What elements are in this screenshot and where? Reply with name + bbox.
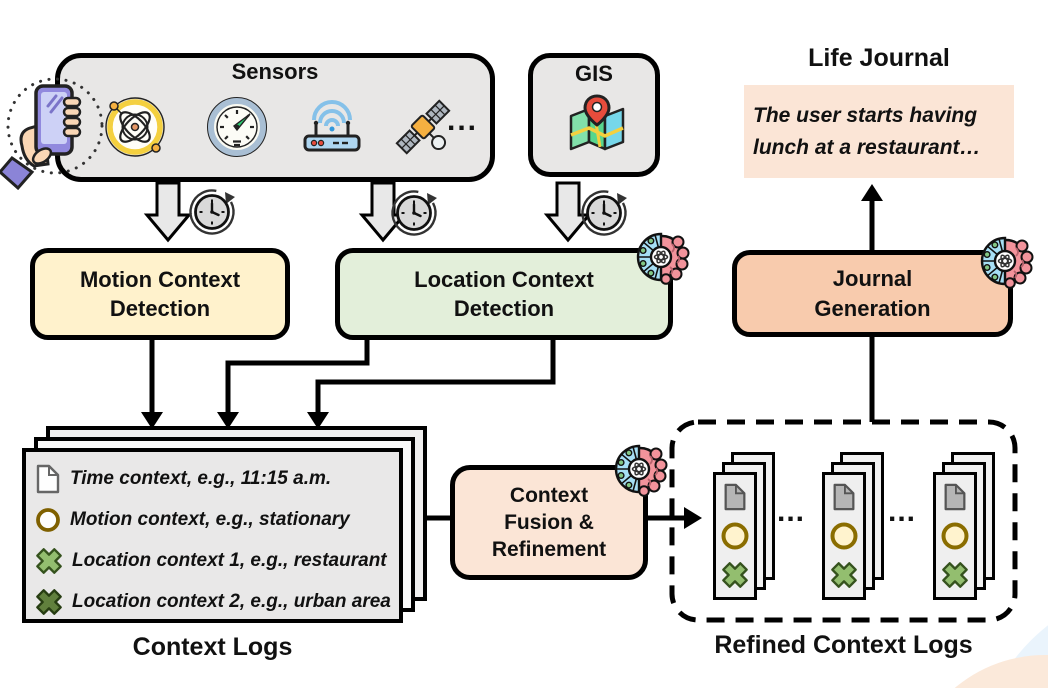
speedometer-icon xyxy=(207,97,267,157)
block-arrow-gis-to-location xyxy=(543,181,593,243)
gis-title: GIS xyxy=(575,61,613,86)
satellite-icon xyxy=(395,99,451,155)
log-row-location1: Location context 1, e.g., restaurant xyxy=(35,540,395,581)
circle-icon xyxy=(35,507,61,533)
life-journal-text-box: The user starts having lunch at a restau… xyxy=(744,85,1014,178)
fusion-box-line3: Refinement xyxy=(491,538,607,562)
refined-dots: ... xyxy=(888,495,917,528)
log-row-time: Time context, e.g., 11:15 a.m. xyxy=(35,458,395,499)
circle-icon xyxy=(829,521,859,551)
journal-box-line1: Journal xyxy=(832,266,913,292)
green-x-icon xyxy=(941,561,969,589)
green-x-icon xyxy=(721,561,749,589)
location-context-detection-box: Location Context Detection xyxy=(335,248,673,340)
refined-context-logs-label: Refined Context Logs xyxy=(714,631,973,659)
phone-in-hand-icon xyxy=(0,77,104,190)
sensors-box xyxy=(55,53,495,182)
life-journal-line1: The user starts having xyxy=(753,104,978,127)
llm-brain-icon xyxy=(976,233,1034,289)
circle-icon xyxy=(940,521,970,551)
log-row-location2-text: Location context 2, e.g., urban area xyxy=(72,590,391,612)
sensors-title: Sensors xyxy=(231,59,319,84)
refined-card-front xyxy=(933,472,977,600)
document-icon xyxy=(35,464,61,494)
fusion-box-line1: Context xyxy=(509,483,589,507)
clock-history-icon xyxy=(383,182,445,244)
document-icon xyxy=(942,483,968,511)
gyroscope-icon xyxy=(105,97,165,157)
map-with-pin-icon xyxy=(569,94,625,151)
dark-green-x-icon xyxy=(35,588,63,616)
log-row-motion-text: Motion context, e.g., stationary xyxy=(70,508,350,530)
motion-context-detection-box: Motion Context Detection xyxy=(30,248,290,340)
log-row-location1-text: Location context 1, e.g., restaurant xyxy=(72,549,387,571)
life-journal-line2: lunch at a restaurant… xyxy=(753,135,981,159)
block-arrow-sensors-to-location xyxy=(358,181,408,243)
green-x-icon xyxy=(35,547,63,575)
location-box-line2: Detection xyxy=(453,296,555,321)
document-icon xyxy=(831,483,857,511)
context-log-front-page: Time context, e.g., 11:15 a.m. Motion co… xyxy=(22,448,403,623)
llm-brain-icon xyxy=(610,441,668,497)
context-fusion-refinement-box: Context Fusion & Refinement xyxy=(450,465,648,580)
clock-history-icon xyxy=(573,182,635,244)
clock-history-icon xyxy=(181,181,243,243)
sensors-ellipsis: ... xyxy=(447,104,479,137)
green-x-icon xyxy=(830,561,858,589)
log-row-time-text: Time context, e.g., 11:15 a.m. xyxy=(70,467,332,489)
life-journal-title: Life Journal xyxy=(808,44,950,72)
log-row-motion: Motion context, e.g., stationary xyxy=(35,499,395,540)
llm-brain-icon xyxy=(632,229,690,285)
document-icon xyxy=(722,483,748,511)
log-row-location2: Location context 2, e.g., urban area xyxy=(35,581,395,622)
context-logs-label: Context Logs xyxy=(132,633,293,661)
motion-box-line2: Detection xyxy=(109,296,211,321)
refined-card-front xyxy=(822,472,866,600)
location-box-line1: Location Context xyxy=(414,266,594,292)
block-arrow-sensors-to-motion xyxy=(143,181,193,243)
journal-generation-box: Journal Generation xyxy=(732,250,1013,337)
refined-card-front xyxy=(713,472,757,600)
circle-icon xyxy=(720,521,750,551)
journal-box-line2: Generation xyxy=(814,295,931,321)
motion-box-line1: Motion Context xyxy=(79,266,241,292)
wifi-router-icon xyxy=(303,100,361,152)
refined-dots: ... xyxy=(777,495,806,528)
fusion-box-line2: Fusion & xyxy=(504,510,594,534)
